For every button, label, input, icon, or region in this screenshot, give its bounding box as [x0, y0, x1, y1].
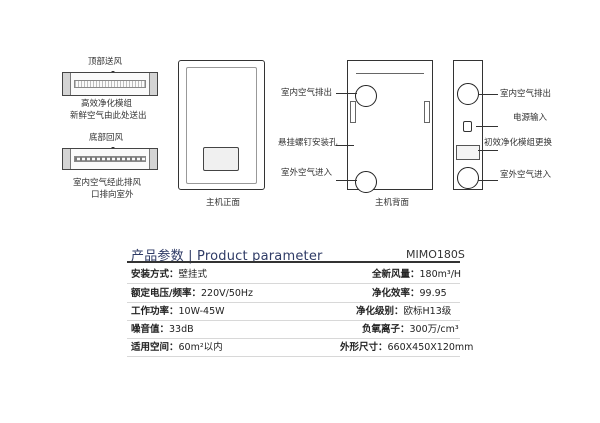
- param-row-3-left: 工作功率：10W-45W: [131, 306, 225, 317]
- bottom-vent-title: 底部回风: [89, 133, 124, 143]
- param-row-5-left: 适用空间：60m²以内: [131, 342, 223, 353]
- bottom-vent-desc-2: 口排向室外: [91, 190, 134, 200]
- back-caption: 主机背面: [375, 198, 410, 208]
- params-title: 产品参数 | Product parameter: [131, 249, 323, 264]
- filter-cover: [456, 145, 480, 160]
- back-intake-port: [355, 171, 377, 193]
- side-unit-illustration: [453, 60, 483, 190]
- side-label-power: 电源输入: [513, 113, 548, 123]
- param-row-3-right: 净化级别：欧标H13级: [356, 306, 452, 317]
- top-vent-title: 顶部送风: [88, 57, 123, 67]
- side-label-intake: 室外空气进入: [500, 170, 552, 180]
- bottom-vent-desc-1: 室内空气经此排风: [73, 178, 142, 188]
- param-row-2-right: 净化效率：99.95: [372, 288, 447, 299]
- top-vent-desc-1: 高效净化模组: [81, 99, 133, 109]
- back-exhaust-port: [355, 85, 377, 107]
- front-caption: 主机正面: [206, 198, 241, 208]
- back-label-exhaust: 室内空气排出: [281, 88, 333, 98]
- power-plug-icon: [463, 121, 472, 132]
- side-exhaust-port: [457, 83, 479, 105]
- top-vent-desc-2: 新鲜空气由此处送出: [70, 111, 147, 121]
- param-row-1-left: 安装方式：壁挂式: [131, 269, 208, 280]
- params-title-rule: [127, 261, 460, 263]
- side-intake-port: [457, 167, 479, 189]
- param-row-5-right: 外形尺寸：660X450X120mm: [340, 342, 474, 353]
- front-display-panel: [203, 147, 239, 171]
- bottom-vent-strip-illustration: [62, 148, 158, 170]
- param-row-2-left: 额定电压/频率：220V/50Hz: [131, 288, 254, 299]
- side-label-filter: 初效净化模组更换: [484, 138, 553, 148]
- back-unit-illustration: [347, 60, 433, 193]
- param-row-4-left: 噪音值：33dB: [131, 324, 194, 335]
- top-vent-strip-illustration: [62, 72, 158, 96]
- model-number: MIMO180S: [406, 248, 465, 261]
- back-label-intake: 室外空气进入: [281, 168, 333, 178]
- param-row-4-right: 负氧离子：300万/cm³: [362, 324, 459, 335]
- param-row-1-right: 全新风量：180m³/H: [372, 269, 462, 280]
- side-label-exhaust: 室内空气排出: [500, 89, 552, 99]
- front-unit-illustration: [178, 60, 265, 190]
- back-label-mount: 悬挂螺钉安装孔: [278, 138, 338, 148]
